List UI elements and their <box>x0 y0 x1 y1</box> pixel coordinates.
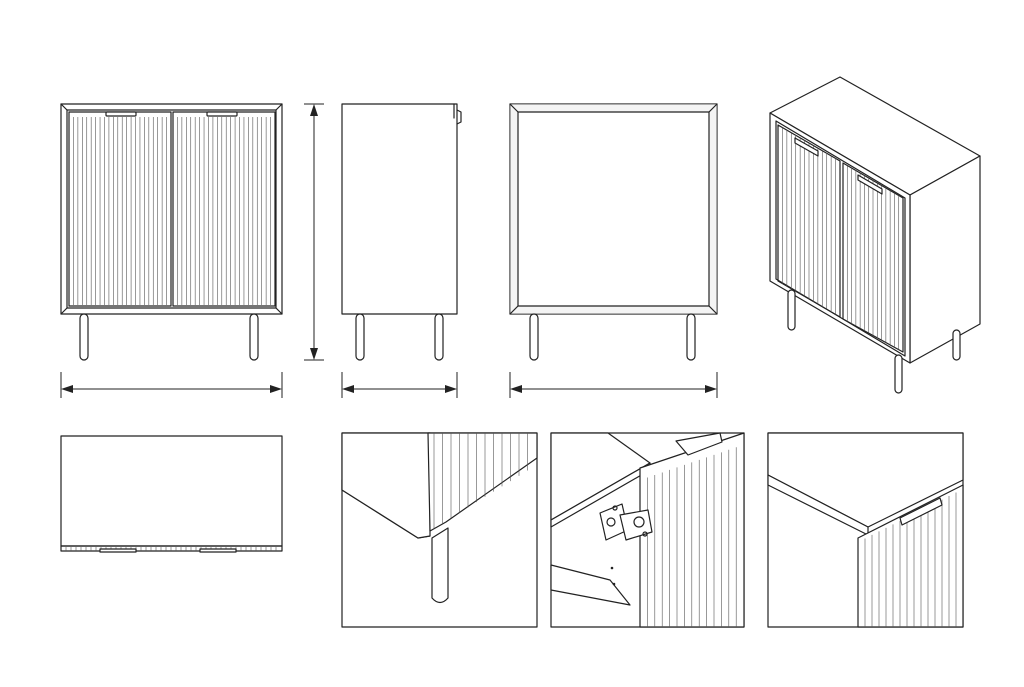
top-handle-right <box>199 548 237 553</box>
top-view <box>60 435 283 553</box>
back-leg-right <box>686 313 696 361</box>
detail-leg-flutes <box>433 433 528 529</box>
front-leg-left <box>79 313 89 361</box>
iso-leg-back-right <box>952 329 961 361</box>
depth-dimension <box>341 372 458 398</box>
detail-leg-door <box>427 432 538 532</box>
right-door-flutes <box>177 117 271 305</box>
right-door-handle <box>206 111 238 117</box>
iso-right-handle <box>857 174 883 195</box>
detail-hinge <box>550 432 745 628</box>
side-panel <box>341 103 458 315</box>
arrow-down <box>310 348 318 360</box>
top-surface <box>60 435 283 547</box>
top-handle-left <box>99 548 137 553</box>
detail-corner-top <box>767 432 964 528</box>
left-door-flutes <box>73 117 167 305</box>
detail-corner-flutes <box>864 492 957 627</box>
side-leg-left <box>355 313 365 361</box>
detail-leg-rod <box>431 527 449 604</box>
iso-left-door <box>777 124 841 318</box>
back-panel <box>517 111 710 307</box>
detail-hinge-door-handle <box>675 432 723 456</box>
iso-left-door-flutes <box>782 127 836 315</box>
front-view <box>60 103 283 361</box>
back-outer-frame <box>509 103 718 315</box>
isometric-view <box>769 76 981 394</box>
screw-hole <box>612 582 616 586</box>
side-leg-right <box>434 313 444 361</box>
iso-leg-front-right <box>894 354 903 394</box>
cabinet-outer-frame <box>60 103 283 315</box>
iso-leg-front-left <box>787 289 796 331</box>
detail-leg-panel <box>341 432 431 539</box>
detail-corner-door <box>857 484 964 628</box>
left-door <box>68 111 172 307</box>
top-front-edge <box>60 545 283 552</box>
iso-right-door-flutes <box>846 165 900 350</box>
arrow-up <box>310 104 318 116</box>
back-width-dimension <box>509 372 718 398</box>
back-view <box>509 103 718 361</box>
back-leg-left <box>529 313 539 361</box>
front-leg-right <box>249 313 259 361</box>
cabinet-inner-frame <box>66 109 277 309</box>
iso-front-inner <box>775 120 906 357</box>
hinge-icon <box>599 503 653 541</box>
detail-hinge-flutes <box>647 447 737 627</box>
side-view <box>341 103 462 361</box>
side-handle-profile <box>456 109 462 125</box>
detail-leg <box>341 432 538 628</box>
iso-right-door <box>842 162 904 353</box>
screw-hole <box>610 566 614 570</box>
iso-left-handle <box>794 137 819 157</box>
detail-corner <box>767 432 964 628</box>
detail-corner-handle <box>899 497 943 526</box>
detail-hinge-shelf <box>550 564 631 606</box>
height-dimension <box>304 103 324 361</box>
left-door-handle <box>105 111 137 117</box>
right-door <box>172 111 276 307</box>
width-dimension <box>60 372 283 398</box>
back-frame-edge <box>509 103 718 315</box>
